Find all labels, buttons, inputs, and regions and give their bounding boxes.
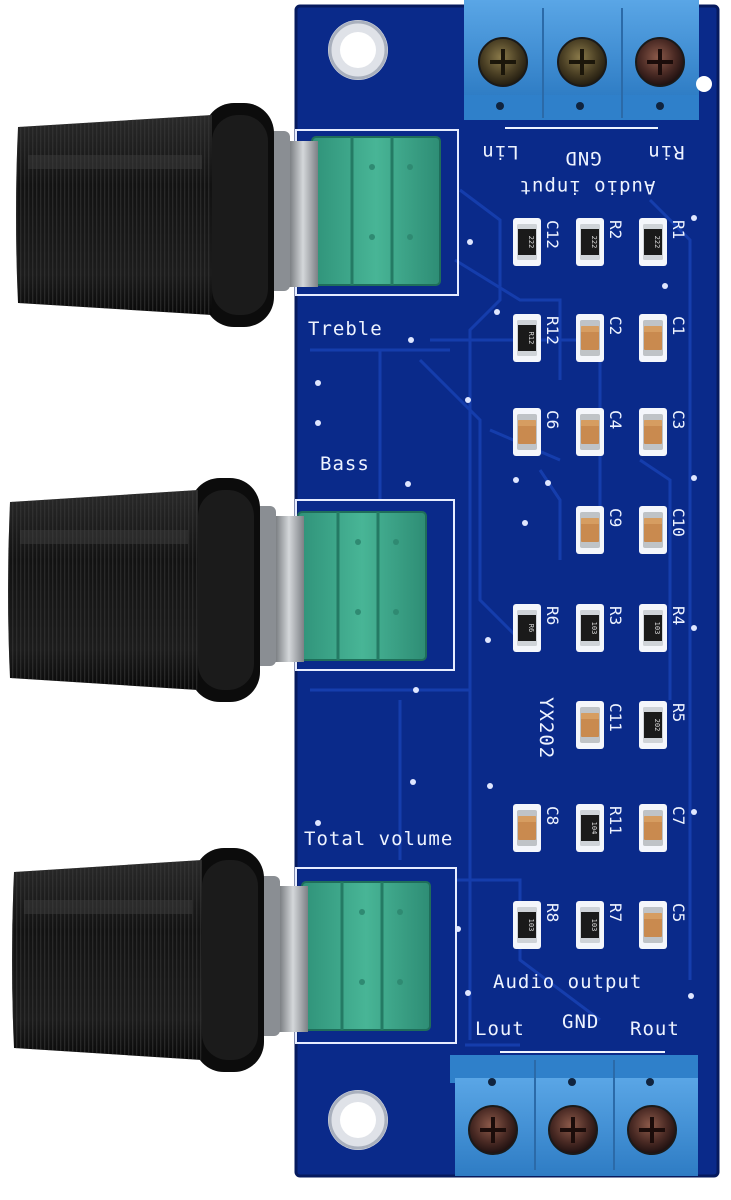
input-rin-label: Rin (647, 141, 684, 163)
input-labels: Rin GND Lin Audio input (481, 127, 685, 198)
c12-ref: C12 (543, 220, 562, 249)
r4-ref: R4 (669, 606, 688, 625)
smd-c11: C11 (576, 701, 625, 749)
smd-c4: C4 (576, 408, 625, 456)
c6-ref: C6 (543, 410, 562, 429)
screw-terminal-icon[interactable] (478, 37, 528, 87)
volume-pot (12, 848, 431, 1072)
smd-r11: 104 R11 (576, 804, 625, 852)
r5-code: 202 (653, 719, 661, 732)
smd-r2: 222 R2 (576, 218, 625, 266)
mounting-hole-icon (328, 1090, 388, 1150)
smd-r3: 103 R3 (576, 604, 625, 652)
smd-c12: 222 C12 (513, 218, 562, 266)
r1-ref: R1 (669, 220, 688, 239)
c3-ref: C3 (669, 410, 688, 429)
c8-ref: C8 (543, 806, 562, 825)
r3-ref: R3 (606, 606, 625, 625)
screw-terminal-icon[interactable] (557, 37, 607, 87)
smd-c3: C3 (639, 408, 688, 456)
input-lin-label: Lin (481, 141, 518, 163)
rout-label: Rout (630, 1018, 680, 1040)
smd-r1: 222 R1 (639, 218, 688, 266)
c4-ref: C4 (606, 410, 625, 429)
screw-terminal-icon[interactable] (468, 1105, 518, 1155)
smd-c8: C8 (513, 804, 562, 852)
r8-ref: R8 (543, 903, 562, 922)
bass-label: Bass (320, 453, 370, 475)
rotary-knob-icon[interactable] (8, 478, 260, 702)
c2-ref: C2 (606, 316, 625, 335)
audio-output-label: Audio output (493, 971, 642, 993)
smd-r4: 103 R4 (639, 604, 688, 652)
output-terminal-block (450, 1055, 698, 1176)
c12-code: 222 (527, 236, 535, 249)
r2-code: 222 (590, 236, 598, 249)
potentiometers (8, 103, 441, 1072)
gnd-label: GND (562, 1011, 599, 1033)
r12-ref: R12 (543, 316, 562, 345)
rotary-knob-icon[interactable] (12, 848, 264, 1072)
c10-ref: C10 (669, 508, 688, 537)
r8-code: 103 (527, 919, 535, 932)
r6-code: R6 (527, 624, 535, 632)
screw-terminal-icon[interactable] (627, 1105, 677, 1155)
smd-c7: C7 (639, 804, 688, 852)
r4-code: 103 (653, 622, 661, 635)
r11-ref: R11 (606, 806, 625, 835)
r5-ref: R5 (669, 703, 688, 722)
c11-ref: C11 (606, 703, 625, 732)
vias (315, 215, 697, 999)
r11-code: 104 (590, 822, 598, 835)
model-label: YX202 (535, 697, 557, 759)
input-gnd-label: GND (564, 147, 601, 169)
smd-c5: C5 (639, 901, 688, 949)
screw-terminal-icon[interactable] (635, 37, 685, 87)
smd-c9: C9 (576, 506, 625, 554)
smd-r5: 202 R5 (639, 701, 688, 749)
input-terminal-block (464, 0, 712, 120)
screw-terminal-icon[interactable] (548, 1105, 598, 1155)
r2-ref: R2 (606, 220, 625, 239)
r12-code: R12 (527, 332, 535, 345)
r1-code: 222 (653, 236, 661, 249)
treble-label: Treble (308, 318, 383, 340)
smd-c10: C10 (639, 506, 688, 554)
c1-ref: C1 (669, 316, 688, 335)
total-volume-label: Total volume (304, 828, 453, 850)
r3-code: 103 (590, 622, 598, 635)
smd-r8: 103 R8 (513, 901, 562, 949)
rotary-knob-icon[interactable] (16, 103, 274, 327)
bass-pot (8, 478, 427, 702)
smd-c2: C2 (576, 314, 625, 362)
lout-label: Lout (475, 1018, 525, 1040)
audio-input-label: Audio input (519, 176, 656, 198)
c9-ref: C9 (606, 508, 625, 527)
r6-ref: R6 (543, 606, 562, 625)
r7-ref: R7 (606, 903, 625, 922)
smd-c1: C1 (639, 314, 688, 362)
smd-c6: C6 (513, 408, 562, 456)
c5-ref: C5 (669, 903, 688, 922)
r7-code: 103 (590, 919, 598, 932)
treble-pot (16, 103, 441, 327)
smd-r7: 103 R7 (576, 901, 625, 949)
mounting-hole-icon (328, 20, 388, 80)
c7-ref: C7 (669, 806, 688, 825)
